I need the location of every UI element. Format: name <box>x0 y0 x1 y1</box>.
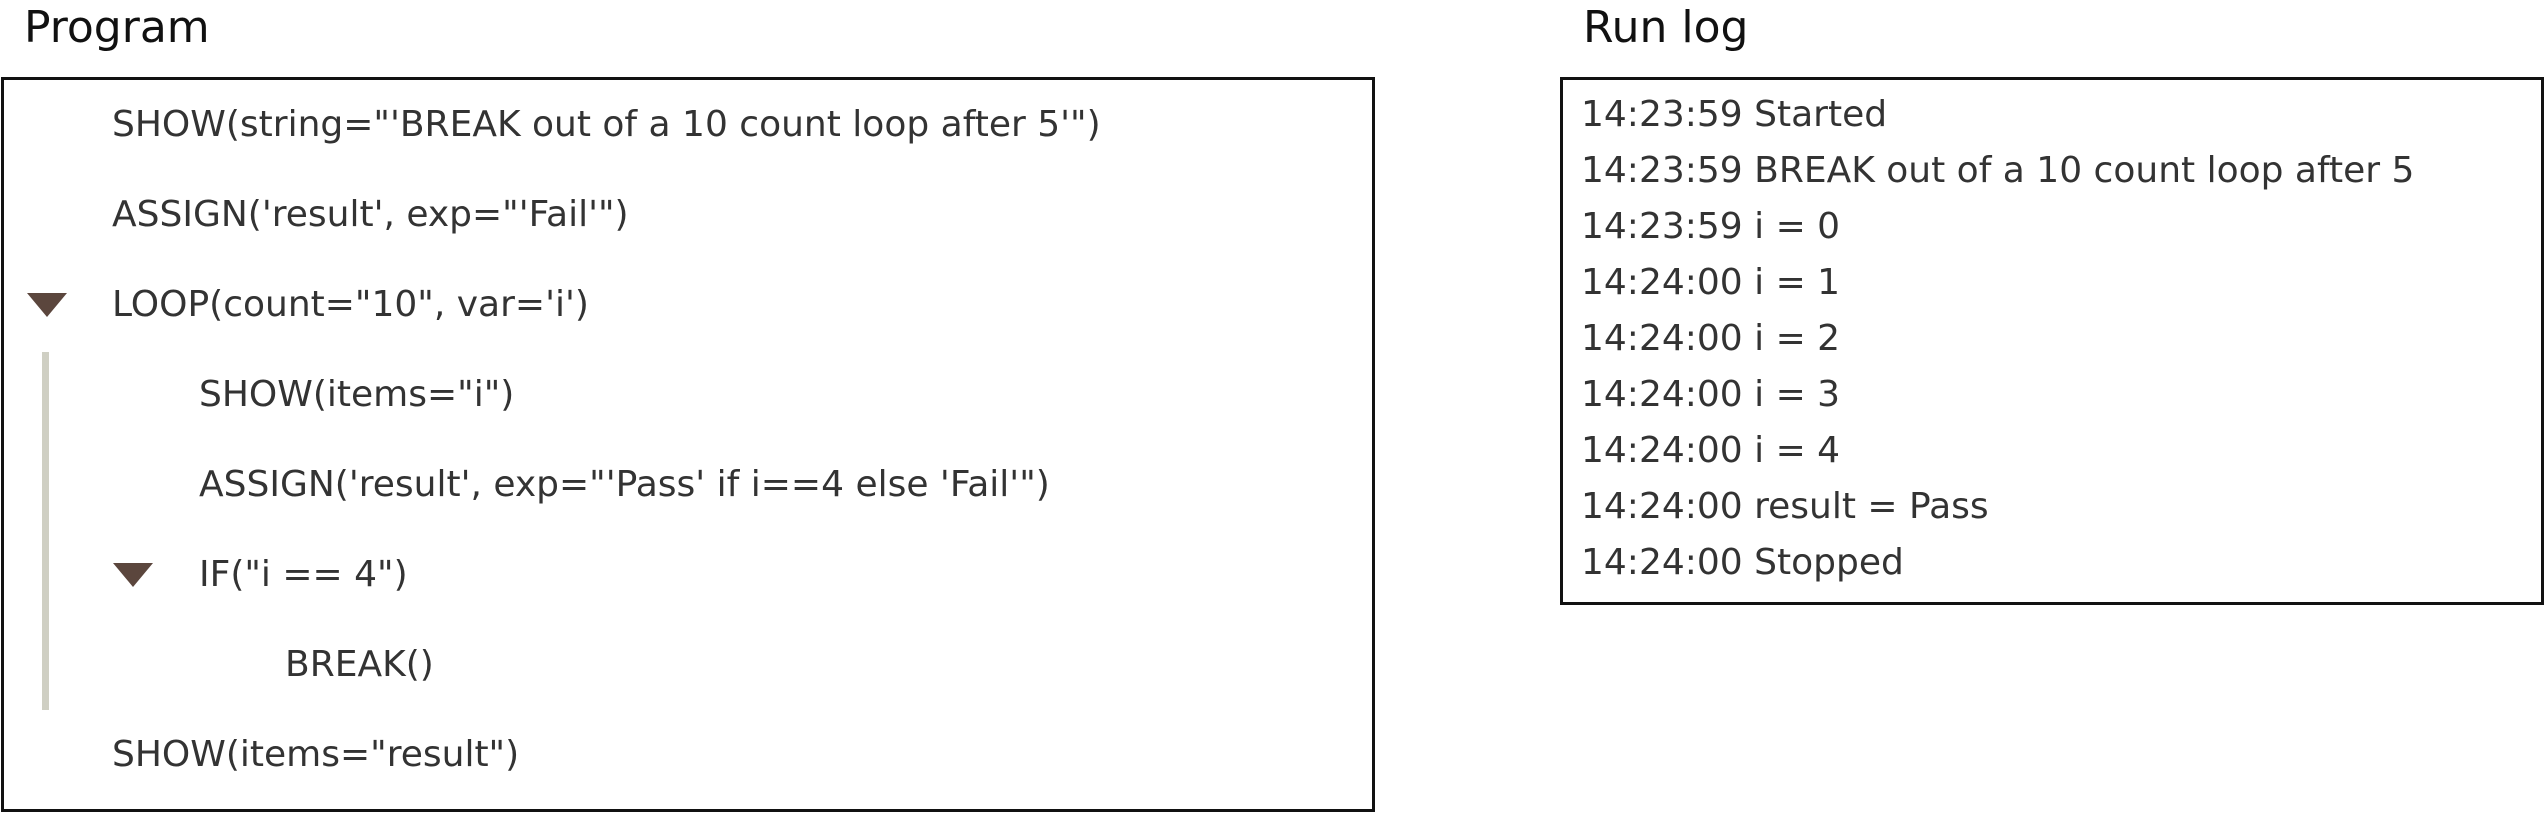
program-line-assign-fail[interactable]: ASSIGN('result', exp="'Fail'") <box>112 185 629 245</box>
program-line-show-result[interactable]: SHOW(items="result") <box>112 725 519 785</box>
program-line-show-string[interactable]: SHOW(string="'BREAK out of a 10 count lo… <box>112 95 1101 155</box>
program-title: Program <box>24 2 210 53</box>
run-log-panel <box>1560 77 2544 605</box>
log-line: 14:24:00 i = 3 <box>1581 374 1841 415</box>
log-line: 14:24:00 result = Pass <box>1581 486 1989 527</box>
if-collapse-toggle-icon[interactable] <box>113 563 153 587</box>
log-line: 14:23:59 Started <box>1581 94 1888 135</box>
program-line-text: SHOW(items="i") <box>199 374 515 415</box>
program-line-break[interactable]: BREAK() <box>285 635 434 695</box>
log-line: 14:23:59 i = 0 <box>1581 206 1841 247</box>
loop-collapse-toggle-icon[interactable] <box>27 293 67 317</box>
program-line-text: BREAK() <box>285 644 434 685</box>
log-line: 14:23:59 BREAK out of a 10 count loop af… <box>1581 150 2415 191</box>
program-line-assign-pass[interactable]: ASSIGN('result', exp="'Pass' if i==4 els… <box>199 455 1050 515</box>
log-line: 14:24:00 i = 2 <box>1581 318 1841 359</box>
run-log-title: Run log <box>1583 2 1749 53</box>
program-line-text: SHOW(items="result") <box>112 734 520 775</box>
log-line: 14:24:00 Stopped <box>1581 542 1904 583</box>
program-line-text: ASSIGN('result', exp="'Pass' if i==4 els… <box>199 464 1050 505</box>
program-line-text: ASSIGN('result', exp="'Fail'") <box>112 194 629 235</box>
log-line: 14:24:00 i = 4 <box>1581 430 1841 471</box>
program-line-text: LOOP(count="10", var='i') <box>112 284 589 325</box>
program-line-loop[interactable]: LOOP(count="10", var='i') <box>112 275 589 335</box>
program-line-text: SHOW(string="'BREAK out of a 10 count lo… <box>112 104 1101 145</box>
program-line-if[interactable]: IF("i == 4") <box>199 545 408 605</box>
log-line: 14:24:00 i = 1 <box>1581 262 1841 303</box>
loop-block-guide <box>42 352 49 710</box>
program-line-text: IF("i == 4") <box>199 554 408 595</box>
program-line-show-items-i[interactable]: SHOW(items="i") <box>199 365 514 425</box>
program-panel <box>1 77 1375 812</box>
